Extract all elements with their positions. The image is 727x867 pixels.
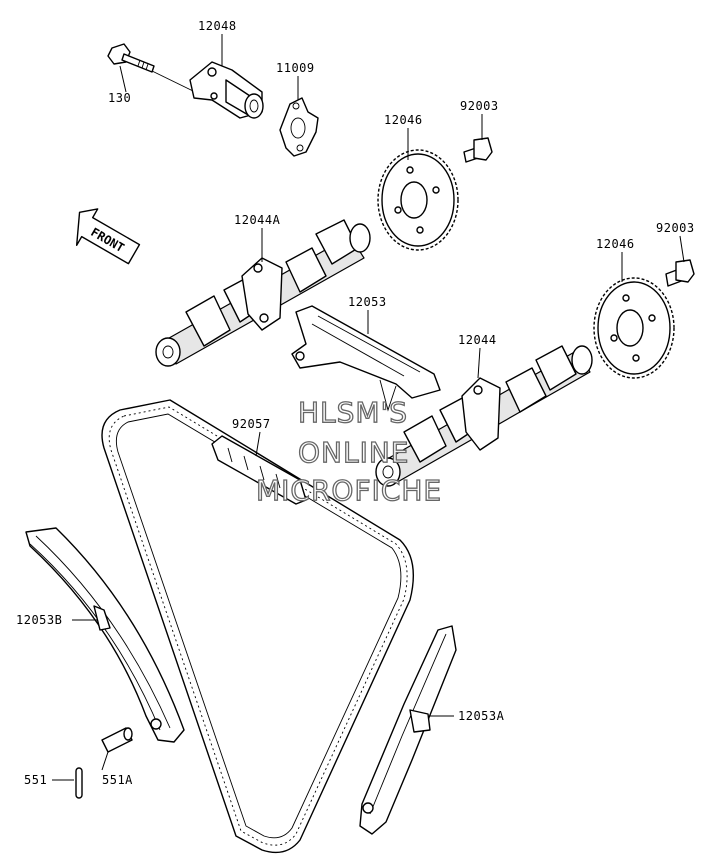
camshaft-12044A	[155, 219, 371, 367]
label-92003-upper: 92003	[460, 99, 499, 113]
label-12044A: 12044A	[234, 213, 281, 227]
label-12053B: 12053B	[16, 613, 62, 627]
part-labels: 12048 130 11009 12046 92003 12044A 92003…	[16, 19, 695, 787]
leader-lines	[52, 34, 685, 781]
watermark-line-1: HLSM'S	[298, 396, 408, 429]
guide-12053	[291, 305, 441, 412]
watermark: HLSM'S ONLINE MICROFICHE	[255, 395, 442, 507]
pin-551	[75, 767, 83, 799]
chain-92057	[101, 399, 415, 854]
watermark-line-3: MICROFICHE	[256, 474, 442, 507]
guide-12053B	[25, 527, 185, 743]
label-12046-upper: 12046	[384, 113, 423, 127]
label-11009: 11009	[276, 61, 315, 75]
label-130: 130	[108, 91, 131, 105]
label-12048: 12048	[198, 19, 237, 33]
label-551: 551	[24, 773, 47, 787]
sprocket-12046-upper	[377, 149, 459, 251]
guide-12053A	[359, 625, 457, 835]
bolt-92003-lower	[665, 259, 695, 287]
sprocket-12046-lower	[593, 277, 675, 379]
label-12053A: 12053A	[458, 709, 505, 723]
front-arrow-icon: FRONT	[75, 208, 141, 265]
label-12046-lower: 12046	[596, 237, 635, 251]
tensioner-12048	[149, 61, 264, 119]
label-92003-lower: 92003	[656, 221, 695, 235]
label-551A: 551A	[102, 773, 133, 787]
pin-551A	[101, 727, 133, 753]
label-12053: 12053	[348, 295, 387, 309]
watermark-line-2: ONLINE	[298, 436, 409, 469]
label-12044: 12044	[458, 333, 497, 347]
bolt-130	[107, 43, 155, 73]
bolt-92003-upper	[463, 137, 493, 163]
camshaft-12044	[375, 345, 593, 487]
gasket-11009	[279, 97, 319, 157]
label-92057: 92057	[232, 417, 271, 431]
